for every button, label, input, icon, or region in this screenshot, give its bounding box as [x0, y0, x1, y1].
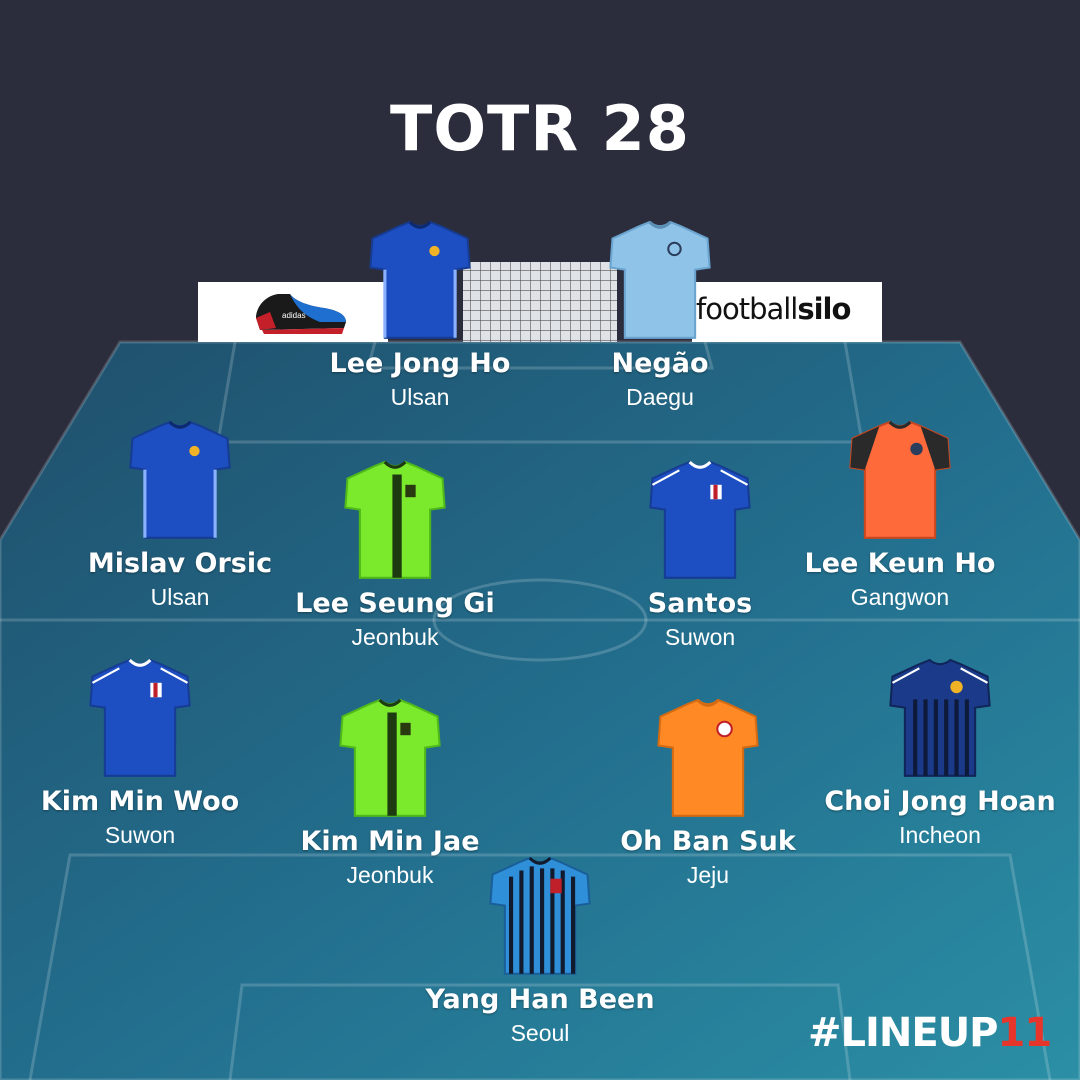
- player-card[interactable]: Mislav Orsic Ulsan: [60, 420, 300, 611]
- player-club: Suwon: [664, 624, 736, 650]
- sponsor-board-left: adidas: [198, 282, 388, 342]
- brand-number: 11: [997, 1010, 1052, 1056]
- player-card[interactable]: Santos Suwon: [580, 460, 820, 651]
- svg-text:adidas: adidas: [282, 311, 306, 320]
- player-club: Seoul: [510, 1020, 570, 1046]
- player-name: Negão: [611, 348, 709, 379]
- player-card[interactable]: Kim Min Jae Jeonbuk: [270, 698, 510, 889]
- jersey-daegu-icon: [609, 220, 711, 339]
- player-card[interactable]: Lee Jong Ho Ulsan: [300, 220, 540, 411]
- player-card[interactable]: Kim Min Woo Suwon: [20, 658, 260, 849]
- sponsor-name-bold: silo: [797, 292, 851, 326]
- player-card[interactable]: Choi Jong Hoan Incheon: [820, 658, 1060, 849]
- jersey-suwon-icon: [89, 658, 191, 777]
- player-name: Oh Ban Suk: [620, 826, 796, 857]
- sponsor-name-plain: football: [696, 292, 798, 326]
- player-club: Daegu: [626, 384, 694, 410]
- jersey-incheon-icon: [889, 658, 991, 777]
- sponsor-logo-footballsilo: footballsilo: [696, 292, 851, 326]
- player-card[interactable]: Yang Han Been Seoul: [420, 856, 660, 1047]
- player-name: Mislav Orsic: [87, 548, 273, 579]
- player-club: Incheon: [899, 822, 981, 848]
- football-boot-icon: adidas: [256, 294, 346, 334]
- player-card[interactable]: Lee Keun Ho Gangwon: [780, 420, 1020, 611]
- player-club: Gangwon: [850, 584, 950, 610]
- jersey-suwon-icon: [649, 460, 751, 579]
- sponsor-board-right: footballsilo: [692, 282, 882, 342]
- player-club: Ulsan: [390, 384, 450, 410]
- jersey-ulsan-icon: [369, 220, 471, 339]
- player-name: Santos: [647, 588, 753, 619]
- player-card[interactable]: Negão Daegu: [540, 220, 780, 411]
- player-name: Lee Seung Gi: [295, 588, 495, 619]
- player-club: Jeonbuk: [346, 862, 434, 888]
- player-card[interactable]: Oh Ban Suk Jeju: [588, 698, 828, 889]
- jersey-seoul-icon: [489, 856, 591, 975]
- player-club: Ulsan: [150, 584, 210, 610]
- player-card[interactable]: Lee Seung Gi Jeonbuk: [275, 460, 515, 651]
- player-club: Jeju: [686, 862, 730, 888]
- jersey-jeonbuk-icon: [339, 698, 441, 817]
- player-name: Kim Min Woo: [40, 786, 240, 817]
- player-name: Yang Han Been: [425, 984, 655, 1015]
- boot-brand-label: adidas: [282, 311, 306, 320]
- page-title: TOTR 28: [390, 92, 690, 165]
- player-name: Choi Jong Hoan: [824, 786, 1056, 817]
- player-name: Lee Keun Ho: [804, 548, 996, 579]
- player-name: Lee Jong Ho: [329, 348, 511, 379]
- jersey-jeju-icon: [657, 698, 759, 817]
- jersey-jeonbuk-icon: [344, 460, 446, 579]
- lineup11-logo: #LINEUP11: [808, 1010, 1052, 1056]
- brand-hash-text: #LINEUP: [808, 1010, 998, 1056]
- player-name: Kim Min Jae: [300, 826, 480, 857]
- jersey-gangwon-icon: [849, 420, 951, 539]
- player-club: Jeonbuk: [351, 624, 439, 650]
- player-club: Suwon: [104, 822, 176, 848]
- jersey-ulsan-icon: [129, 420, 231, 539]
